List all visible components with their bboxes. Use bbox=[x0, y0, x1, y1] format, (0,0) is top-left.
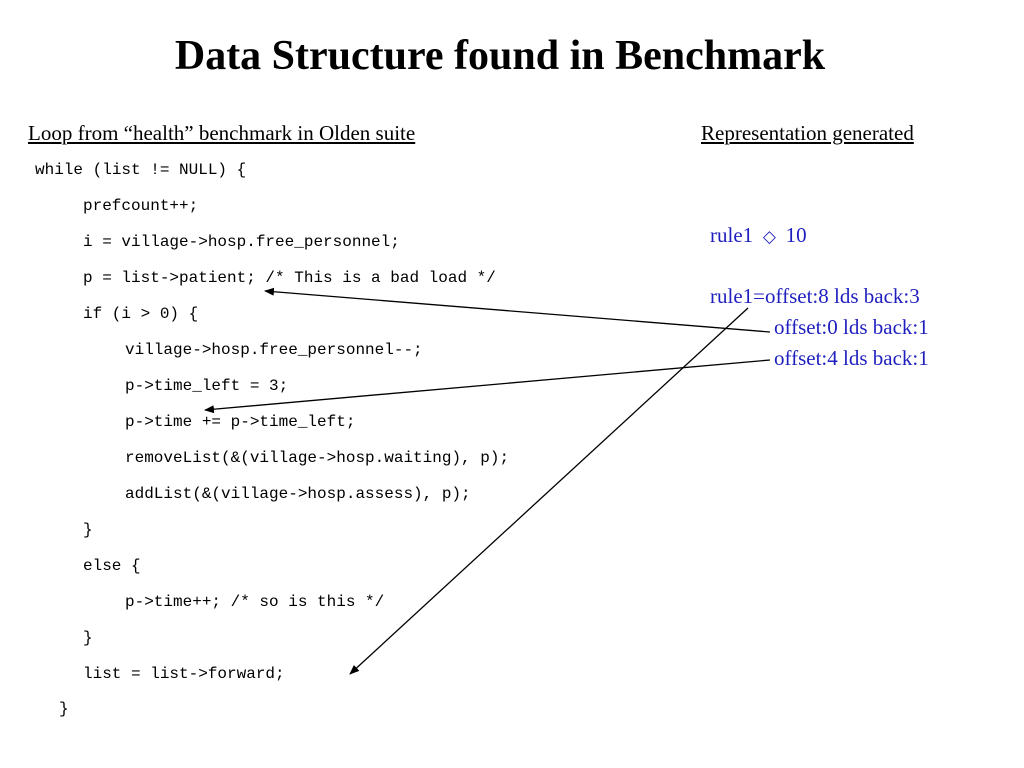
arrow-offset4-to-time bbox=[204, 359, 771, 414]
code-line: removeList(&(village->hosp.waiting), p); bbox=[125, 449, 510, 467]
representation-heading: Representation generated bbox=[701, 121, 914, 145]
arrow-offset8-to-patient bbox=[264, 287, 771, 333]
rule-definition: rule1=offset:8 lds back:3 bbox=[710, 284, 920, 308]
code-line: } bbox=[59, 700, 69, 718]
rule-value: 10 bbox=[785, 223, 807, 247]
code-line: prefcount++; bbox=[83, 197, 199, 215]
code-line: p = list->patient; /* This is a bad load… bbox=[83, 269, 496, 287]
code-line: if (i > 0) { bbox=[83, 305, 199, 323]
code-line: } bbox=[83, 521, 93, 539]
code-line: } bbox=[83, 629, 93, 647]
code-line: addList(&(village->hosp.assess), p); bbox=[125, 485, 471, 503]
offset-4-entry: offset:4 lds back:1 bbox=[774, 346, 929, 370]
code-line: village->hosp.free_personnel--; bbox=[125, 341, 423, 359]
code-line: i = village->hosp.free_personnel; bbox=[83, 233, 400, 251]
rule-summary: rule1 ◇ 10 bbox=[710, 225, 807, 246]
offset-0-entry: offset:0 lds back:1 bbox=[774, 315, 929, 339]
slide-title: Data Structure found in Benchmark bbox=[174, 33, 826, 79]
code-line: else { bbox=[83, 557, 141, 575]
rule-name: rule1 bbox=[710, 223, 754, 247]
code-line: p->time++; /* so is this */ bbox=[125, 593, 385, 611]
code-line: p->time += p->time_left; bbox=[125, 413, 356, 431]
code-line: p->time_left = 3; bbox=[125, 377, 289, 395]
diamond-question-icon: ◇ bbox=[762, 227, 776, 247]
code-heading: Loop from “health” benchmark in Olden su… bbox=[28, 121, 416, 145]
code-line: list = list->forward; bbox=[83, 665, 285, 683]
code-line: while (list != NULL) { bbox=[35, 161, 247, 179]
